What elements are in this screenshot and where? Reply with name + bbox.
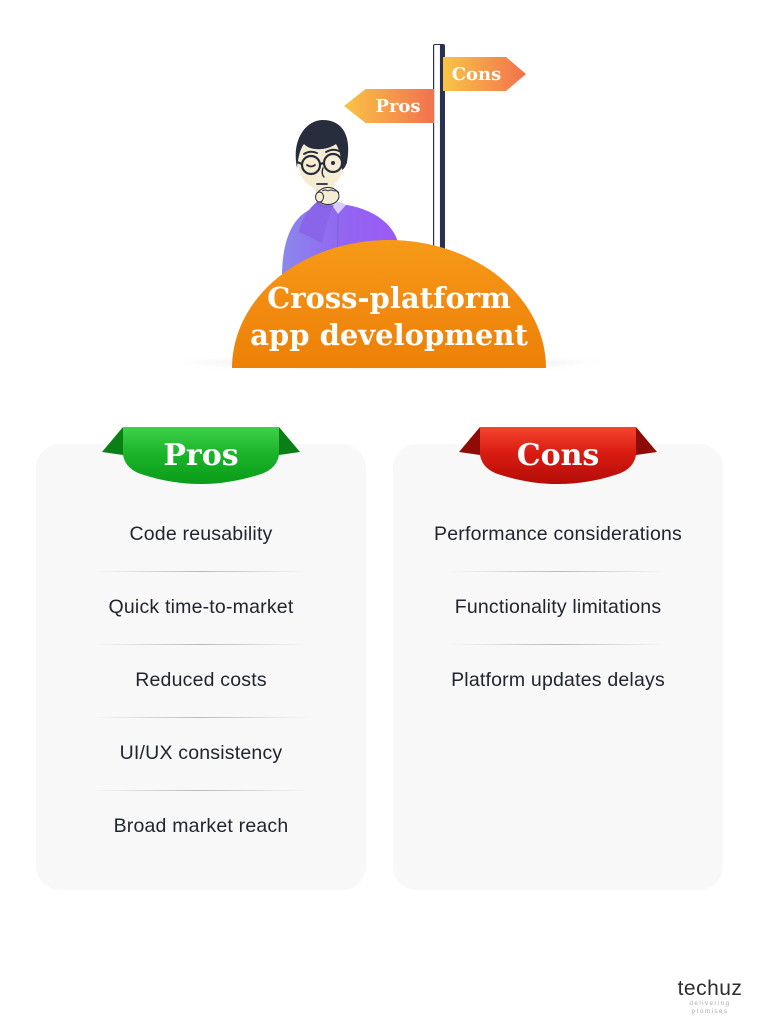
- title-dome: Cross-platform app development: [232, 240, 546, 368]
- pros-list: Code reusability Quick time-to-market Re…: [36, 444, 366, 863]
- sign-pros-label: Pros: [375, 95, 421, 117]
- person-hair: [295, 120, 349, 170]
- pros-item: Quick time-to-market: [36, 571, 366, 644]
- person-collar: [331, 201, 346, 214]
- pros-ribbon-label: Pros: [163, 438, 238, 473]
- pros-card: Pros Code reusability Quick time-to-mark…: [36, 427, 366, 890]
- person-glasses: [296, 152, 347, 176]
- cons-item: Platform updates delays: [393, 644, 723, 717]
- cons-card: Cons Performance considerations Function…: [393, 427, 723, 890]
- pros-item: Code reusability: [129, 523, 273, 545]
- brand-name: techuz: [677, 977, 743, 1000]
- sign-pros: Pros: [344, 89, 434, 123]
- brand-tagline: delivering promises: [689, 1000, 731, 1015]
- cons-ribbon-label: Cons: [517, 438, 600, 473]
- cons-item: Performance considerations: [434, 523, 682, 545]
- sign-cons-label: Cons: [451, 63, 502, 85]
- person-face: [298, 135, 344, 189]
- cons-item: Functionality limitations: [393, 571, 723, 644]
- thinking-person-illustration: [281, 120, 401, 283]
- cons-ribbon: Cons: [459, 427, 657, 484]
- pros-item: Broad market reach: [36, 790, 366, 863]
- page-title-line2: app development: [250, 318, 528, 352]
- pros-item: UI/UX consistency: [36, 717, 366, 790]
- page-title-line1: Cross-platform: [267, 281, 511, 315]
- page-title: Cross-platform app development: [250, 280, 528, 354]
- person-forearm: [299, 201, 334, 243]
- cons-list: Performance considerations Functionality…: [393, 444, 723, 717]
- brand-logo: techuz delivering promises: [672, 978, 748, 1016]
- person-fist: [315, 187, 340, 205]
- pros-item: Reduced costs: [36, 644, 366, 717]
- pros-ribbon: Pros: [102, 427, 300, 484]
- sign-cons: Cons: [443, 57, 526, 91]
